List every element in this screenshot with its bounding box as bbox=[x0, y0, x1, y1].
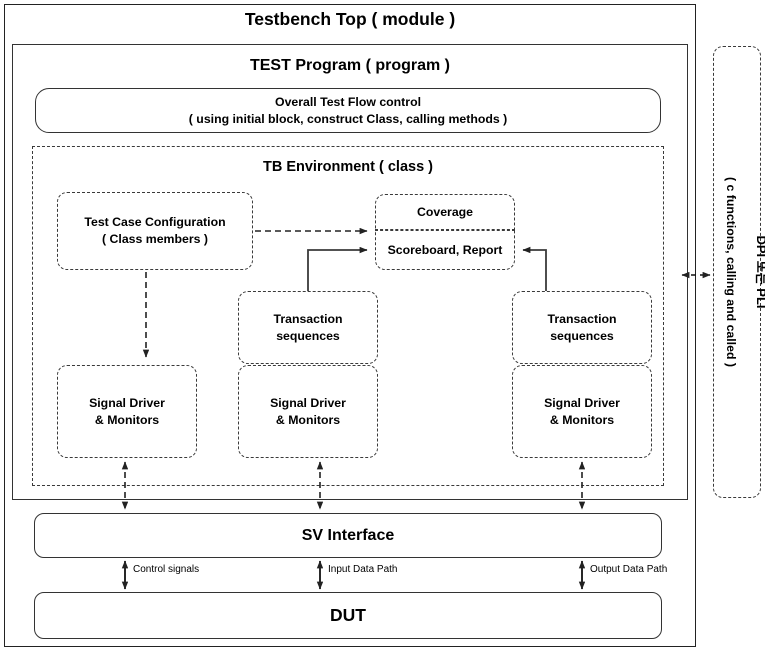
transaction-sequences-text-middle: Transaction sequences bbox=[239, 311, 377, 344]
signal-driver-text-right: Signal Driver & Monitors bbox=[513, 395, 651, 428]
signal-driver-3-line1: Signal Driver bbox=[544, 395, 620, 410]
coverage-label: Coverage bbox=[416, 204, 474, 219]
test-case-configuration-text: Test Case Configuration ( Class members ) bbox=[58, 214, 252, 247]
overall-test-flow-line2: ( using initial block, construct Class, … bbox=[188, 111, 508, 126]
testbench-top-title: Testbench Top ( module ) bbox=[244, 9, 456, 29]
control-signals-label: Control signals bbox=[133, 564, 200, 575]
coverage-box: Coverage bbox=[375, 194, 515, 230]
tb-environment-title: TB Environment ( class ) bbox=[262, 159, 433, 175]
signal-driver-2-line2: & Monitors bbox=[275, 412, 341, 427]
dpi-pli-box bbox=[713, 46, 761, 498]
transaction-sequences-box-middle: Transaction sequences bbox=[238, 291, 378, 364]
signal-driver-monitors-box-left: Signal Driver & Monitors bbox=[57, 365, 197, 458]
overall-test-flow-line1: Overall Test Flow control bbox=[275, 94, 421, 109]
test-case-config-line1: Test Case Configuration bbox=[84, 215, 226, 230]
transaction-left-line2: sequences bbox=[276, 328, 340, 343]
overall-test-flow-control-box: Overall Test Flow control ( using initial… bbox=[35, 88, 661, 133]
dpi-pli-text: DPI 또는 PLI bbox=[754, 46, 765, 498]
overall-test-flow-control-text: Overall Test Flow control ( using initial… bbox=[36, 94, 660, 127]
transaction-sequences-box-right: Transaction sequences bbox=[512, 291, 652, 364]
dut-label: DUT bbox=[330, 604, 366, 625]
dpi-pli-line1: DPI 또는 PLI bbox=[754, 235, 765, 309]
test-program-title: TEST Program ( program ) bbox=[249, 57, 451, 74]
sv-interface-box: SV Interface bbox=[34, 513, 662, 558]
dpi-pli-line2: ( c functions, calling and called ) bbox=[724, 177, 738, 367]
scoreboard-report-label: Scoreboard, Report bbox=[387, 242, 503, 257]
transaction-right-line2: sequences bbox=[550, 328, 614, 343]
transaction-left-line1: Transaction bbox=[273, 311, 343, 326]
output-data-path-label: Output Data Path bbox=[590, 564, 668, 575]
signal-driver-monitors-box-middle: Signal Driver & Monitors bbox=[238, 365, 378, 458]
dut-box: DUT bbox=[34, 592, 662, 639]
test-case-configuration-box: Test Case Configuration ( Class members ) bbox=[57, 192, 253, 270]
signal-driver-3-line2: & Monitors bbox=[549, 412, 615, 427]
signal-driver-1-line1: Signal Driver bbox=[89, 395, 165, 410]
dpi-pli-subtext: ( c functions, calling and called ) bbox=[723, 46, 739, 498]
signal-driver-monitors-box-right: Signal Driver & Monitors bbox=[512, 365, 652, 458]
signal-driver-text-left: Signal Driver & Monitors bbox=[58, 395, 196, 428]
scoreboard-report-box: Scoreboard, Report bbox=[375, 230, 515, 270]
signal-driver-1-line2: & Monitors bbox=[94, 412, 160, 427]
input-data-path-label: Input Data Path bbox=[328, 564, 398, 575]
transaction-right-line1: Transaction bbox=[547, 311, 617, 326]
transaction-sequences-text-right: Transaction sequences bbox=[513, 311, 651, 344]
signal-driver-2-line1: Signal Driver bbox=[270, 395, 346, 410]
test-case-config-line2: ( Class members ) bbox=[102, 232, 208, 246]
signal-driver-text-middle: Signal Driver & Monitors bbox=[239, 395, 377, 428]
sv-interface-label: SV Interface bbox=[301, 526, 395, 544]
